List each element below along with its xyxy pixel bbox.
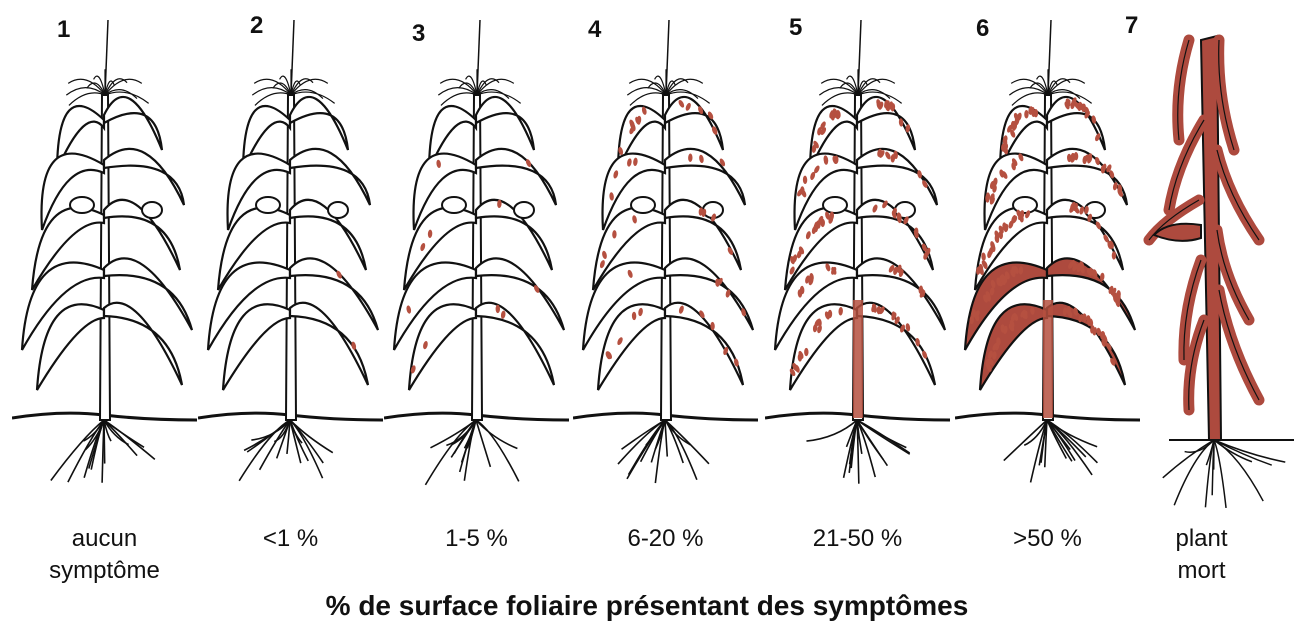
stage-5: 5 21-50 %: [765, 0, 950, 600]
stage-label: aucun symptôme: [12, 523, 197, 587]
maize-plant-icon: [384, 0, 569, 520]
dead-maize-plant-icon: [1109, 0, 1294, 520]
maize-plant-icon: [12, 0, 197, 520]
stage-label: 1-5 %: [384, 523, 569, 555]
chart-caption: % de surface foliaire présentant des sym…: [0, 589, 1294, 623]
stage-1: 1 aucun symptôme: [12, 0, 197, 600]
stage-label: 21-50 %: [765, 523, 950, 555]
maize-plant-icon: [765, 0, 950, 520]
stage-label: 6-20 %: [573, 523, 758, 555]
stage-label: plant mort: [1109, 523, 1294, 587]
stage-4: 4 6-20 %: [573, 0, 758, 600]
stage-7: 7 plant mort: [1109, 0, 1294, 600]
maize-plant-icon: [198, 0, 383, 520]
stage-label: <1 %: [198, 523, 383, 555]
stage-2: 2 <1 %: [198, 0, 383, 600]
stage-3: 3 1-5 %: [384, 0, 569, 600]
maize-plant-icon: [573, 0, 758, 520]
